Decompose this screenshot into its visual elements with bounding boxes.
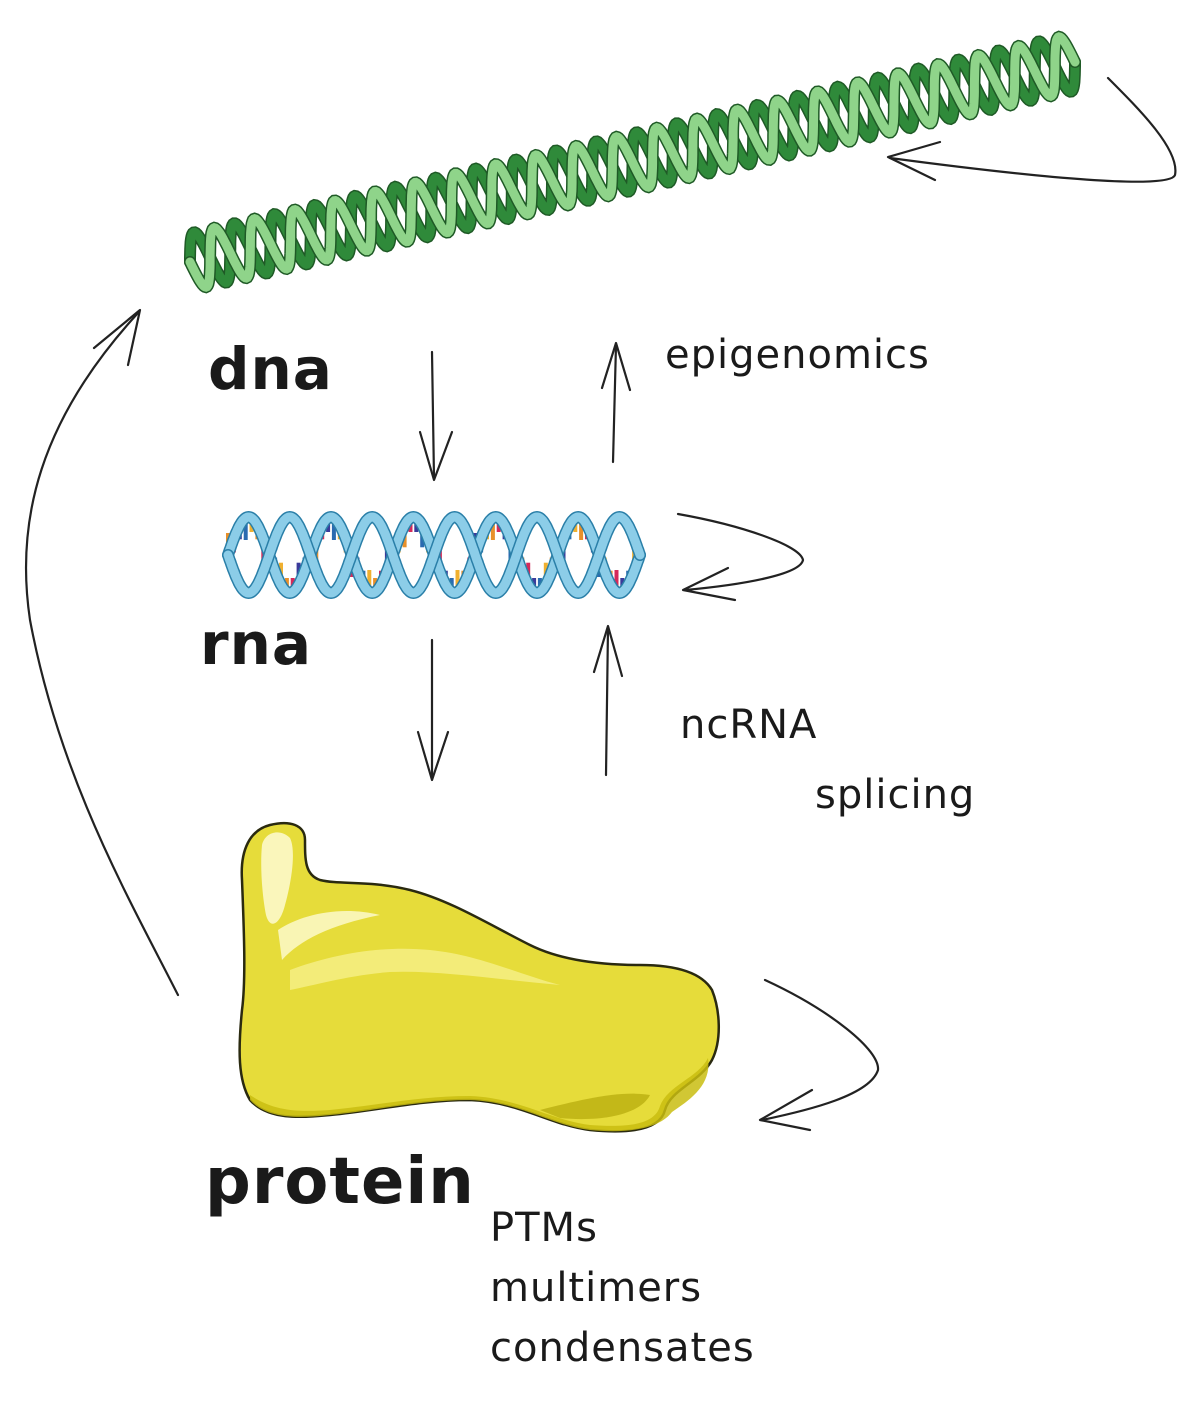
arrow-dna-to-rna: [418, 350, 454, 482]
protein-modifications-list: PTMs multimers condensates: [490, 1198, 755, 1378]
ncrna-label: ncRNA: [680, 702, 818, 748]
protein-label: protein: [205, 1145, 475, 1219]
arrow-protein-self-loop: [758, 978, 880, 1132]
protein-blob-icon: [238, 821, 720, 1133]
ptms-label: PTMs: [490, 1205, 598, 1251]
arrow-rna-to-dna: [600, 341, 632, 464]
dna-label: dna: [208, 335, 333, 403]
splicing-label: splicing: [815, 772, 976, 818]
condensates-label: condensates: [490, 1325, 755, 1371]
epigenomics-label: epigenomics: [665, 332, 930, 378]
arrow-dna-self-loop: [886, 76, 1177, 183]
dna-helix-icon: [184, 30, 1081, 294]
arrow-protein-to-rna: [592, 624, 624, 777]
rna-label: rna: [200, 610, 313, 678]
arrow-protein-to-dna: [24, 308, 180, 997]
arrow-rna-to-protein: [416, 638, 450, 782]
multimers-label: multimers: [490, 1265, 703, 1311]
rna-helix-icon: [222, 510, 646, 600]
arrows-group: [24, 76, 1177, 1132]
arrow-rna-self-loop: [676, 512, 805, 602]
